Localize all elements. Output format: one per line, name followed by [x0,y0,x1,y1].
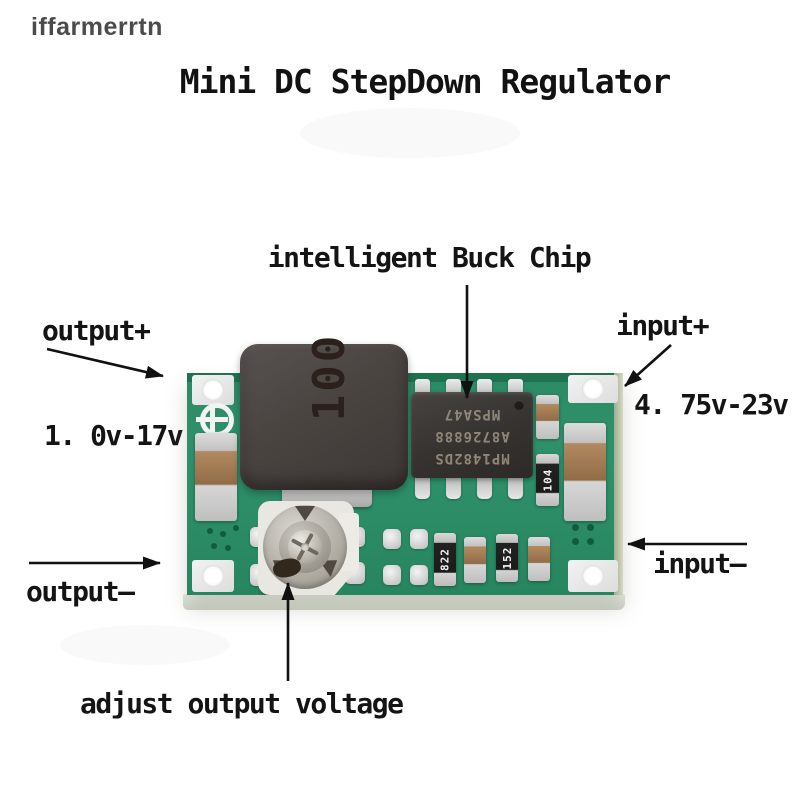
arrow-input-plus [624,344,672,387]
capacitor-small [536,395,559,439]
solder-pad [410,565,428,585]
label-output-minus: output— [26,575,135,608]
buck-chip [411,392,533,478]
chip-marking-line: MP1482DS [434,449,510,466]
solder-pad [383,565,401,585]
chip-pin [415,474,430,499]
chip-pin [477,474,492,499]
corner-pad [192,375,234,405]
via [572,538,579,545]
mounting-hole [202,565,224,587]
resistor-822: 822 [434,533,456,586]
capacitor-left [195,433,237,521]
inductor-marking: 100 [303,332,355,422]
corner-pad [568,375,618,403]
corner-pad [568,560,618,592]
pcb-module: 100 MP1482DS A8726888 MPSA47 104 822 152 [187,333,623,595]
plus-silkscreen-icon [210,404,215,436]
background-smudge [60,625,230,665]
capacitor-104: 104 [536,454,559,506]
mounting-hole [582,565,604,587]
via [572,524,579,531]
watermark: iffarmerrtn [31,13,163,41]
chip-pin [446,474,461,499]
via [207,528,213,534]
arrow-output-plus [46,347,164,379]
capacitor-bottom [464,537,486,583]
capacitor-bottom [528,537,550,581]
mounting-hole [202,379,224,401]
chip-pin1-dot [514,400,524,410]
via [211,543,217,549]
pcb-bottom-edge [183,594,625,610]
via [587,538,594,545]
label-input-minus: input— [653,547,747,580]
capacitor-right [564,423,606,521]
chip-marking-line: MPSA47 [443,406,501,423]
via [220,531,226,537]
solder-pad [410,529,428,549]
via [587,524,594,531]
resistor-152: 152 [496,534,518,582]
page-title: Mini DC StepDown Regulator [179,62,672,101]
label-input-plus: input+ [616,309,710,342]
background-smudge [300,108,520,158]
via [233,525,239,531]
chip-pin [508,474,523,499]
mounting-hole [582,378,604,400]
chip-marking-line: A8726888 [434,427,510,444]
inductor: 100 [240,333,408,490]
component-marking: 152 [500,546,514,570]
pcb-right-edge [614,373,623,595]
via [225,545,231,551]
label-output-voltage-range: 1. 0v-17v [44,419,184,452]
label-buck-chip: intelligent Buck Chip [267,241,592,274]
corner-pad [192,560,234,592]
label-adjust-output-voltage: adjust output voltage [80,687,404,720]
pot-screw-center [301,543,309,551]
solder-pad [383,529,401,549]
label-input-voltage-range: 4. 75v-23v [634,388,789,421]
label-output-plus: output+ [42,314,151,347]
